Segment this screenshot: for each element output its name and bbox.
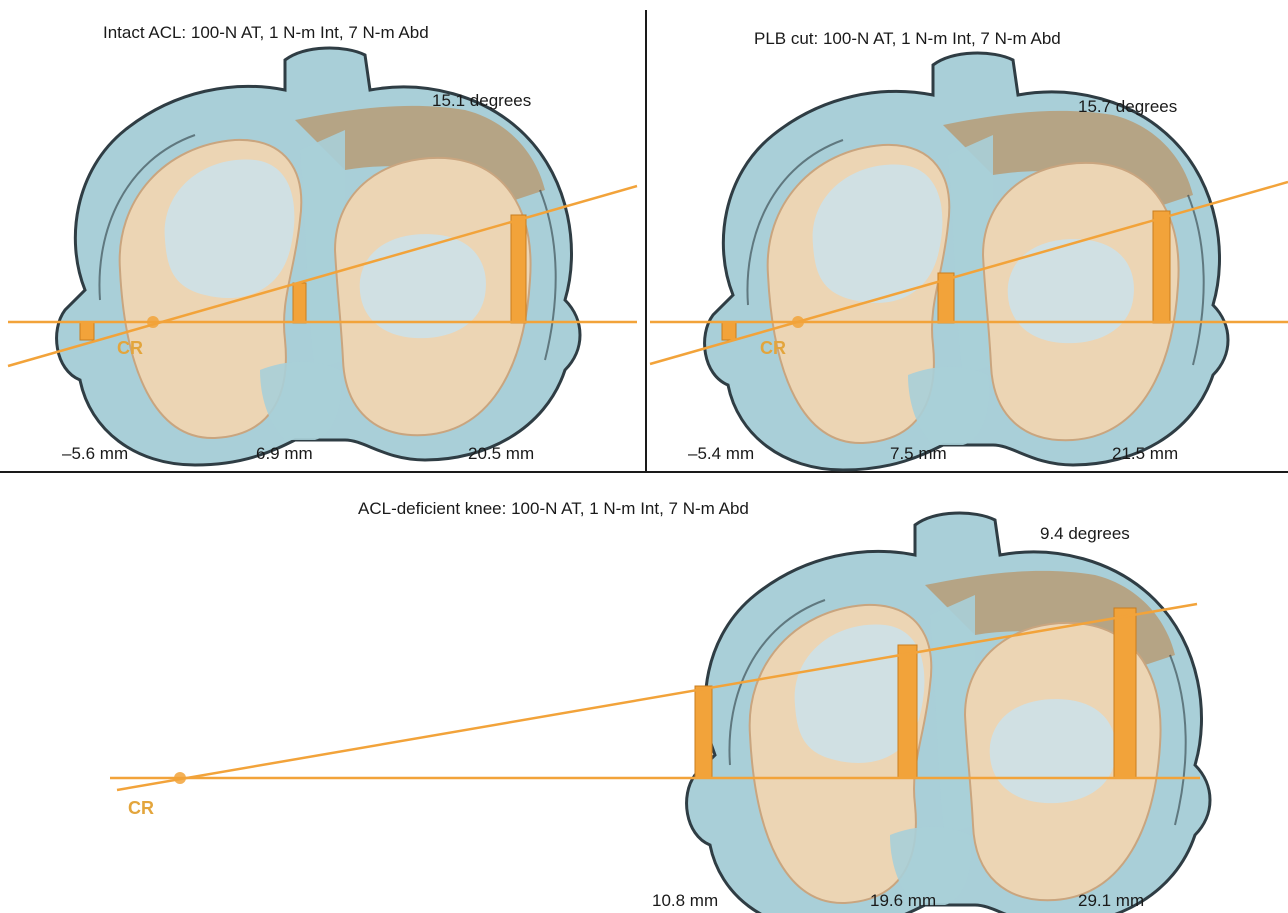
displacement-bar-lateral: [1153, 211, 1170, 323]
cr-label: CR: [128, 798, 154, 818]
measurement-center: 7.5 mm: [890, 444, 947, 463]
panel-plb-cut: PLB cut: 100-N AT, 1 N-m Int, 7 N-m Abd …: [650, 29, 1288, 470]
measurement-center: 6.9 mm: [256, 444, 313, 463]
angle-label: 15.7 degrees: [1078, 97, 1177, 116]
displacement-bar-medial: [80, 322, 94, 340]
displacement-bar-center: [293, 283, 306, 323]
cr-point-icon: [147, 316, 159, 328]
cr-point-icon: [174, 772, 186, 784]
displacement-bar-center: [898, 645, 917, 778]
angle-label: 9.4 degrees: [1040, 524, 1130, 543]
panel-title: ACL-deficient knee: 100-N AT, 1 N-m Int,…: [358, 499, 749, 518]
panel-intact: Intact ACL: 100-N AT, 1 N-m Int, 7 N-m A…: [8, 23, 637, 465]
measurement-lateral: 20.5 mm: [468, 444, 534, 463]
panel-acl-deficient: ACL-deficient knee: 100-N AT, 1 N-m Int,…: [110, 499, 1210, 913]
cr-label: CR: [760, 338, 786, 358]
cr-point-icon: [792, 316, 804, 328]
measurement-medial: 10.8 mm: [652, 891, 718, 910]
panel-title: PLB cut: 100-N AT, 1 N-m Int, 7 N-m Abd: [754, 29, 1061, 48]
measurement-medial: –5.4 mm: [688, 444, 754, 463]
cr-label: CR: [117, 338, 143, 358]
knee-plateau-icon: [57, 48, 580, 465]
measurement-medial: –5.6 mm: [62, 444, 128, 463]
displacement-bar-lateral: [511, 215, 526, 323]
measurement-lateral: 21.5 mm: [1112, 444, 1178, 463]
displacement-bar-medial: [722, 322, 736, 340]
panel-title: Intact ACL: 100-N AT, 1 N-m Int, 7 N-m A…: [103, 23, 429, 42]
measurement-lateral: 29.1 mm: [1078, 891, 1144, 910]
displacement-bar-lateral: [1114, 608, 1136, 778]
angle-label: 15.1 degrees: [432, 91, 531, 110]
measurement-center: 19.6 mm: [870, 891, 936, 910]
displacement-bar-medial: [695, 686, 712, 778]
